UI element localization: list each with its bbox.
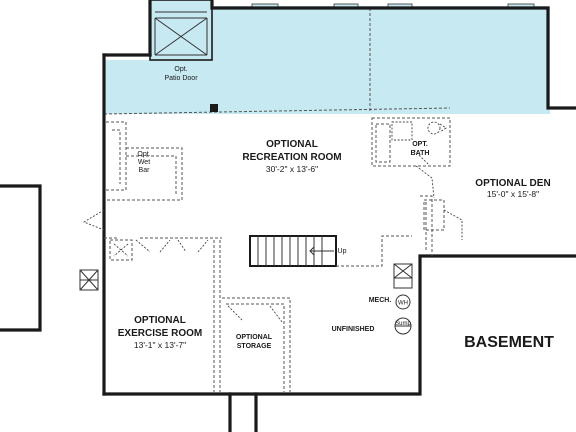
- exercise-room-label-2: EXERCISE ROOM: [118, 328, 202, 339]
- patio-door-label-2: Patio Door: [164, 75, 198, 82]
- recreation-room-label-1: OPTIONAL: [266, 139, 318, 150]
- stairs-label: Up: [338, 248, 347, 255]
- wet-bar-label-2: Wet: [138, 159, 150, 166]
- recreation-room-size: 30'-2" x 13'-6": [266, 164, 318, 174]
- wet-bar-label-1: Opt.: [137, 151, 150, 158]
- patio-door-label-1: Opt.: [174, 66, 187, 73]
- exercise-room-label-1: OPTIONAL: [134, 315, 186, 326]
- den-size: 15'-0" x 15'-8": [487, 189, 539, 199]
- recreation-room-label-2: RECREATION ROOM: [242, 152, 341, 163]
- basement-label: BASEMENT: [464, 334, 554, 351]
- bath-label-2: BATH: [411, 150, 430, 157]
- wet-bar: [82, 121, 183, 231]
- storage-room: [222, 297, 291, 392]
- water-heater-label: WH: [398, 301, 408, 307]
- den-partition: [420, 195, 463, 256]
- bath-area: [371, 117, 451, 199]
- exercise-room-size: 13'-1" x 13'-7": [134, 340, 186, 350]
- storage-label-1: OPTIONAL: [236, 334, 273, 341]
- exercise-partition: [104, 237, 222, 392]
- den-label: OPTIONAL DEN: [475, 178, 550, 189]
- mech-label: MECH.: [369, 297, 392, 304]
- patio-fill-upper: [150, 6, 550, 62]
- stairs: [249, 235, 412, 267]
- unfinished-label: UNFINISHED: [332, 326, 375, 333]
- ac-unit: [79, 269, 99, 291]
- wet-bar-label-3: Bar: [139, 167, 151, 174]
- mech-unit: [393, 263, 413, 289]
- patio-fill-lower: [104, 60, 550, 114]
- bath-label-1: OPT.: [412, 141, 428, 148]
- storage-label-2: STORAGE: [237, 343, 272, 350]
- sump-pit: Sump: [394, 317, 412, 335]
- sump-label: Sump: [395, 321, 411, 327]
- water-heater: WH: [395, 294, 411, 310]
- patio-door-bay: [149, 0, 213, 61]
